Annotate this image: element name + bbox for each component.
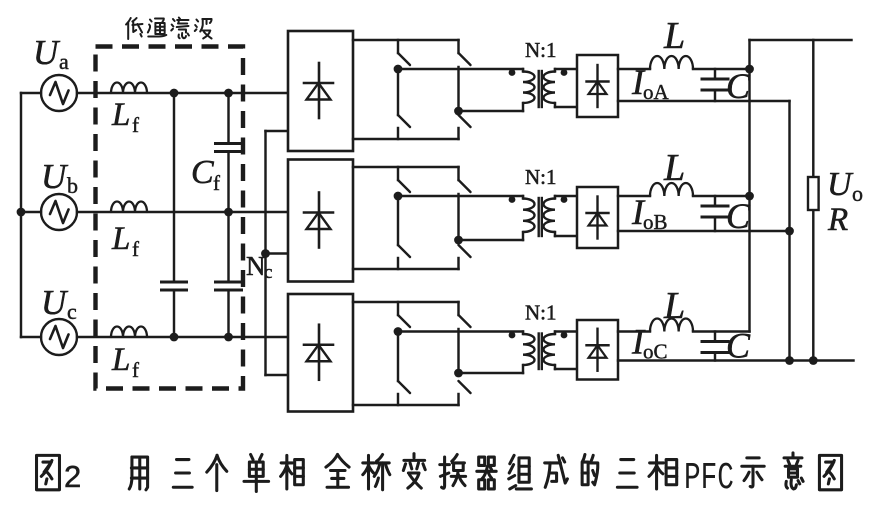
svg-text:f: f bbox=[132, 358, 139, 382]
svg-text:PFC: PFC bbox=[684, 456, 734, 499]
svg-text:N:1: N:1 bbox=[525, 38, 557, 62]
svg-text:I: I bbox=[631, 322, 646, 362]
svg-text:L: L bbox=[111, 342, 130, 378]
svg-text:oA: oA bbox=[643, 80, 670, 104]
svg-text:c: c bbox=[264, 262, 272, 283]
svg-text:C: C bbox=[726, 326, 751, 366]
svg-text:U: U bbox=[827, 166, 854, 203]
svg-text:o: o bbox=[852, 181, 863, 206]
svg-text:oC: oC bbox=[643, 340, 668, 364]
svg-text:a: a bbox=[59, 49, 69, 74]
svg-text:L: L bbox=[663, 285, 685, 327]
svg-text:2: 2 bbox=[64, 459, 81, 494]
svg-text:C: C bbox=[726, 196, 751, 236]
svg-text:f: f bbox=[213, 171, 220, 195]
svg-text:f: f bbox=[132, 113, 139, 137]
svg-text:L: L bbox=[663, 15, 685, 57]
svg-text:U: U bbox=[33, 33, 61, 72]
svg-text:L: L bbox=[111, 97, 130, 133]
svg-text:oB: oB bbox=[643, 210, 668, 234]
svg-text:I: I bbox=[631, 192, 646, 232]
svg-text:C: C bbox=[726, 66, 751, 106]
svg-text:N:1: N:1 bbox=[525, 301, 557, 325]
svg-text:N:1: N:1 bbox=[525, 165, 557, 189]
svg-text:b: b bbox=[67, 173, 78, 198]
svg-text:C: C bbox=[191, 154, 214, 191]
svg-text:f: f bbox=[132, 237, 139, 261]
svg-text:L: L bbox=[111, 221, 130, 257]
svg-text:R: R bbox=[827, 202, 848, 238]
svg-text:N: N bbox=[246, 251, 266, 281]
svg-text:U: U bbox=[41, 157, 69, 196]
svg-text:I: I bbox=[631, 62, 646, 102]
svg-text:U: U bbox=[41, 283, 69, 322]
svg-text:c: c bbox=[67, 299, 77, 324]
svg-text:L: L bbox=[663, 147, 685, 189]
